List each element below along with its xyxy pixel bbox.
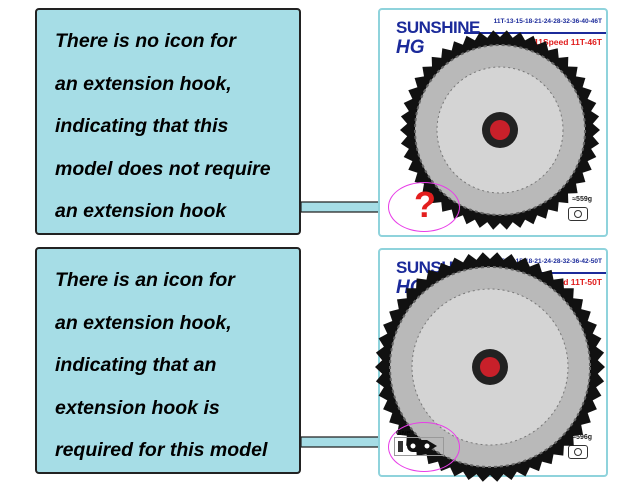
scale-icon <box>568 445 588 459</box>
weight-label: ≈559g <box>572 196 592 203</box>
note-no-hook: There is no icon for an extension hook, … <box>35 8 301 235</box>
divider <box>464 32 606 34</box>
note-line: indicating that this <box>55 115 229 137</box>
teeth-spec: 11T-13-15-18-21-24-28-32-36-42-50T <box>493 258 602 265</box>
hook-icon-label: Give <box>396 430 411 437</box>
note-line: model does not require <box>55 157 271 180</box>
cassette-gear-image <box>400 30 600 230</box>
note-line: indicating that an <box>55 354 217 376</box>
scale-icon <box>568 207 588 221</box>
note-line: an extension hook, <box>55 311 232 334</box>
note-line: There is an icon for <box>55 269 235 291</box>
weight-label: ≈596g <box>572 434 592 441</box>
series-label: HG <box>396 37 425 58</box>
teeth-spec: 11T-13-15-18-21-24-28-32-36-40-46T <box>493 18 602 25</box>
gear-hub-center <box>490 120 510 140</box>
note-line: required for this model <box>55 439 268 461</box>
note-line: extension hook is <box>55 396 220 419</box>
note-line: an extension hook, <box>55 72 232 95</box>
speed-spec: 11Speed 11T-46T <box>533 37 602 47</box>
extension-hook-icon <box>394 437 444 456</box>
question-mark-icon: ? <box>414 184 436 225</box>
brand-logo: SUNSHINE <box>396 18 480 37</box>
gear-hub-center <box>480 357 500 377</box>
note-line: an extension hook <box>55 200 227 222</box>
note-line: There is no icon for <box>55 30 236 52</box>
note-hook-required: There is an icon for an extension hook, … <box>35 247 301 474</box>
hook-highlight-circle <box>388 422 460 472</box>
speed-spec: 11Speed 11T-50T <box>533 277 602 287</box>
hook-highlight-circle <box>388 182 460 232</box>
